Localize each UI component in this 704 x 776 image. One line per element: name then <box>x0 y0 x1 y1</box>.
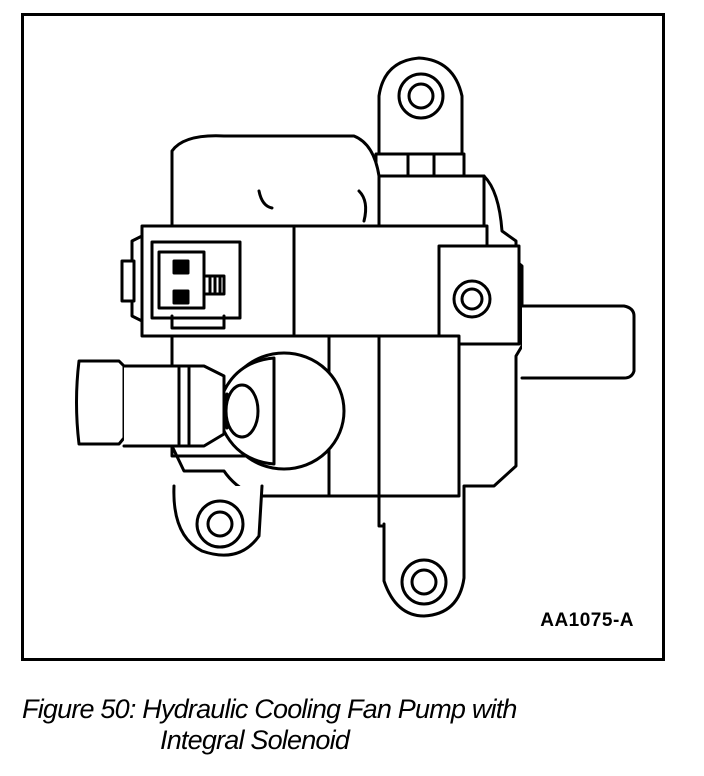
front-housing <box>170 334 461 498</box>
mounting-ear-top-right <box>374 56 466 182</box>
diagram-frame: AA1075-A <box>21 13 665 661</box>
drive-shaft <box>520 304 636 380</box>
reservoir-dome <box>221 351 346 471</box>
caption-line-2: Integral Solenoid <box>160 725 350 755</box>
mounting-ear-bottom-left <box>172 484 264 557</box>
caption-line-1: Figure 50: Hydraulic Cooling Fan Pump wi… <box>22 694 517 724</box>
figure-id-label: AA1075-A <box>540 610 634 631</box>
mounting-ear-bottom-right <box>382 522 466 618</box>
side-block <box>437 244 521 346</box>
inlet-fitting <box>75 359 226 448</box>
solenoid-housing <box>120 224 489 338</box>
pump-illustration <box>75 56 636 618</box>
figure-caption: Figure 50: Hydraulic Cooling Fan Pump wi… <box>22 694 682 756</box>
